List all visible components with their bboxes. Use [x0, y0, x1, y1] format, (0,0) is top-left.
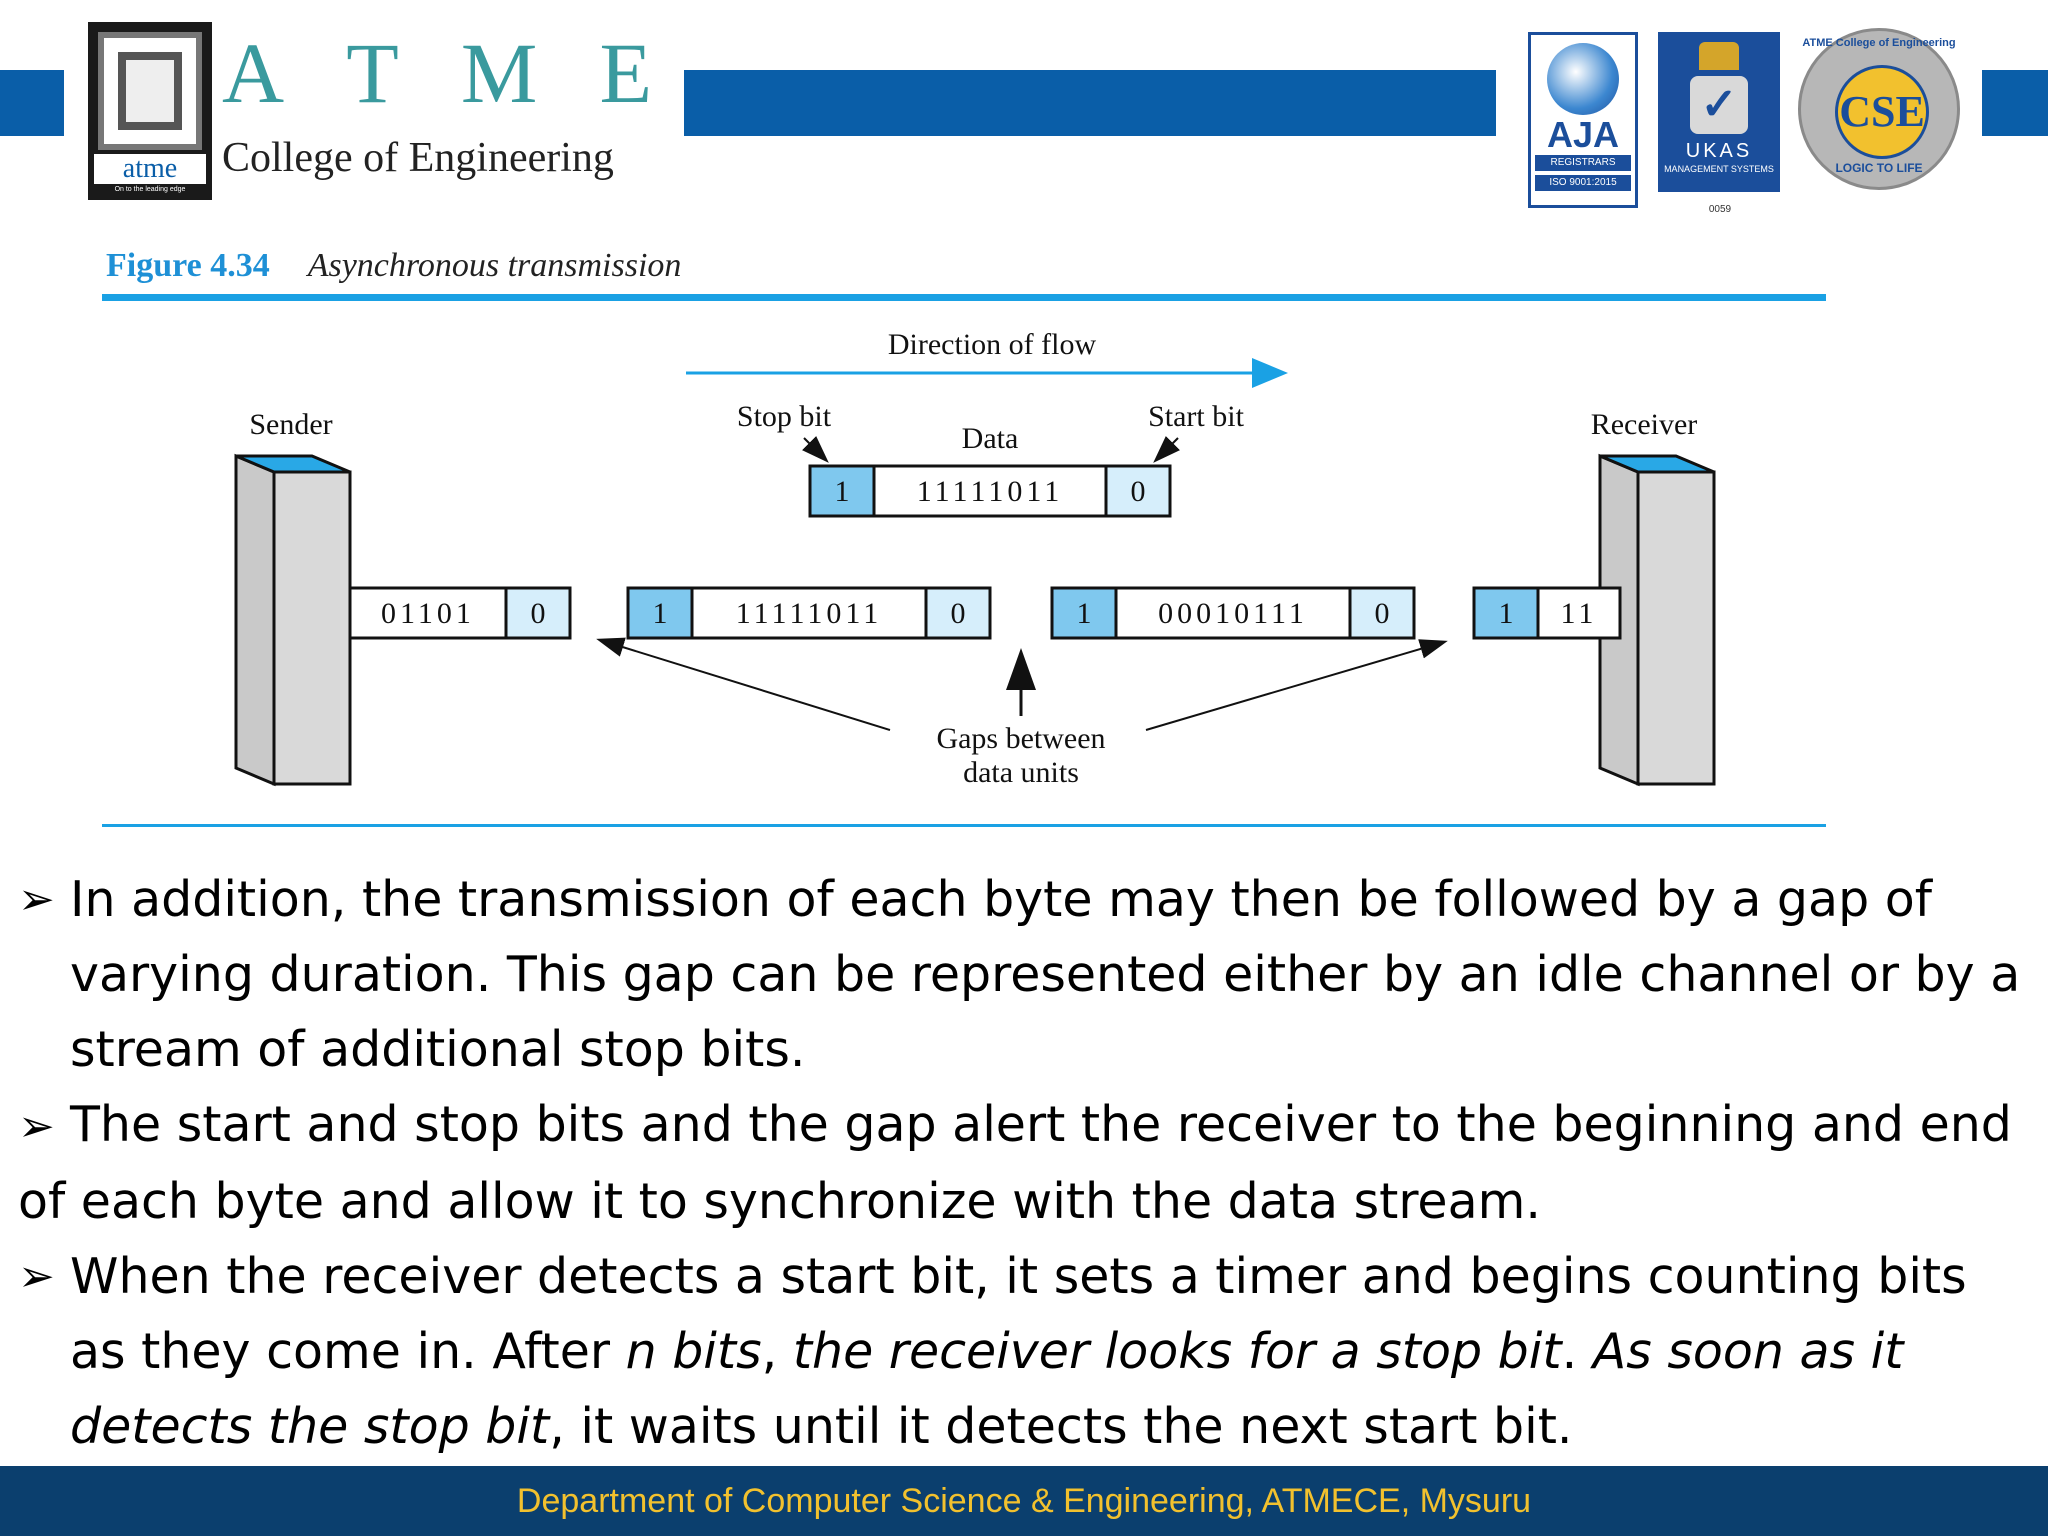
example-data-bits: 11111011	[917, 475, 1063, 508]
figure-top-rule	[102, 294, 1826, 301]
footer-bar: Department of Computer Science & Enginee…	[0, 1466, 2048, 1536]
stop-bit-label: Stop bit	[737, 400, 832, 433]
brand-letter: A	[222, 25, 285, 121]
sender-label: Sender	[249, 408, 332, 441]
college-logo: atme On to the leading edge	[88, 22, 212, 200]
bullet-item: ➢ In addition, the transmission of each …	[18, 862, 2028, 1087]
ukas-sub: MANAGEMENT SYSTEMS	[1664, 164, 1774, 174]
frame-2-data-bits: 00010111	[1158, 597, 1308, 630]
globe-icon	[1547, 43, 1619, 115]
example-frame: 1 11111011 0	[808, 464, 1172, 518]
bullet-text-italic: the receiver looks for a stop bit	[792, 1323, 1562, 1380]
direction-of-flow-label: Direction of flow	[888, 328, 1097, 361]
arrow-bullet-icon: ➢	[18, 1101, 55, 1152]
footer-text: Department of Computer Science & Enginee…	[516, 1482, 1532, 1520]
logo-emblem	[98, 32, 202, 150]
bullet-text-italic: n bits	[625, 1323, 762, 1380]
sender-start-bit: 0	[531, 597, 546, 630]
bullet-text-part: ,	[761, 1323, 793, 1380]
frame-2-start-bit: 0	[1375, 597, 1390, 630]
figure-title: Asynchronous transmission	[307, 247, 682, 284]
brand-letter: T	[346, 25, 399, 121]
brand-letter: E	[599, 25, 652, 121]
gap-label-line1: Gaps between	[936, 722, 1105, 755]
bullet-item: ➢The start and stop bits and the gap ale…	[18, 1087, 2028, 1239]
cse-title: CSE	[1835, 65, 1929, 159]
cse-ring-text: ATME College of Engineering	[1802, 37, 1956, 49]
frame-2-stop-bit: 1	[1077, 597, 1092, 630]
bullet-text-part: .	[1561, 1323, 1593, 1380]
bullet-item: ➢ When the receiver detects a start bit,…	[18, 1239, 2028, 1464]
figure-number: Figure 4.34	[106, 247, 270, 284]
frame-2: 1 00010111 0	[1050, 586, 1416, 640]
receiver-stop-bit: 1	[1499, 597, 1514, 630]
header-bar-right	[1982, 70, 2048, 136]
brand-subtitle: College of Engineering	[222, 135, 614, 181]
bullet-text: The start and stop bits and the gap aler…	[18, 1096, 2012, 1230]
arrow-bullet-icon: ➢	[18, 874, 55, 925]
cse-department-logo: ATME College of Engineering CSE LOGIC TO…	[1798, 28, 1960, 190]
receiver-frame: 1 11	[1472, 586, 1622, 640]
sender-device	[234, 453, 352, 787]
ukas-certification-logo: ✓ UKAS MANAGEMENT SYSTEMS	[1658, 32, 1780, 192]
logo-name: atme	[94, 154, 206, 184]
frame-1-stop-bit: 1	[653, 597, 668, 630]
bullet-list: ➢ In addition, the transmission of each …	[18, 862, 2028, 1464]
bullet-text-part: , it waits until it detects the next sta…	[549, 1398, 1573, 1455]
receiver-data-bits: 11	[1561, 597, 1598, 630]
start-bit-pointer	[1153, 435, 1181, 463]
data-label: Data	[962, 422, 1019, 455]
cse-motto: LOGIC TO LIFE	[1835, 161, 1923, 175]
gap-label-line2: data units	[963, 756, 1079, 789]
brand-letters: A T M E	[222, 30, 652, 116]
frame-1: 1 11111011 0	[626, 586, 992, 640]
ukas-number: 0059	[1708, 204, 1732, 215]
receiver-label: Receiver	[1591, 408, 1698, 441]
checkmark-icon: ✓	[1690, 76, 1748, 134]
header-bar-middle	[684, 70, 1496, 136]
stop-bit-pointer	[801, 435, 829, 463]
figure-caption: Figure 4.34 Asynchronous transmission	[106, 246, 681, 286]
aja-title: AJA	[1546, 114, 1620, 155]
start-bit-label: Start bit	[1148, 400, 1244, 433]
frame-1-data-bits: 11111011	[736, 597, 882, 630]
gap-arrow-left	[596, 637, 891, 731]
brand-letter: M	[460, 25, 538, 121]
aja-iso: ISO 9001:2015	[1535, 175, 1631, 191]
bullet-text-italic: As soon as it detects the stop bit	[70, 1323, 1904, 1455]
logo-tagline: On to the leading edge	[114, 186, 186, 193]
frame-1-start-bit: 0	[951, 597, 966, 630]
arrow-bullet-icon: ➢	[18, 1251, 55, 1302]
example-stop-bit: 1	[835, 475, 850, 508]
bullet-text: When the receiver detects a start bit, i…	[70, 1248, 1967, 1455]
aja-registrars: REGISTRARS	[1535, 155, 1631, 171]
gap-arrow-right	[1145, 639, 1448, 731]
sender-frame: 01101 0	[348, 586, 572, 640]
header-bar-left	[0, 70, 64, 136]
sender-data-bits: 01101	[381, 597, 475, 630]
bullet-text-part: When the receiver detects a start bit, i…	[70, 1248, 1967, 1380]
figure-bottom-rule	[102, 824, 1826, 827]
ukas-title: UKAS	[1685, 140, 1753, 162]
example-start-bit: 0	[1131, 475, 1146, 508]
aja-certification-logo: AJA REGISTRARS ISO 9001:2015	[1528, 32, 1638, 208]
bullet-text: In addition, the transmission of each by…	[70, 871, 2021, 1078]
crown-icon	[1699, 42, 1739, 70]
